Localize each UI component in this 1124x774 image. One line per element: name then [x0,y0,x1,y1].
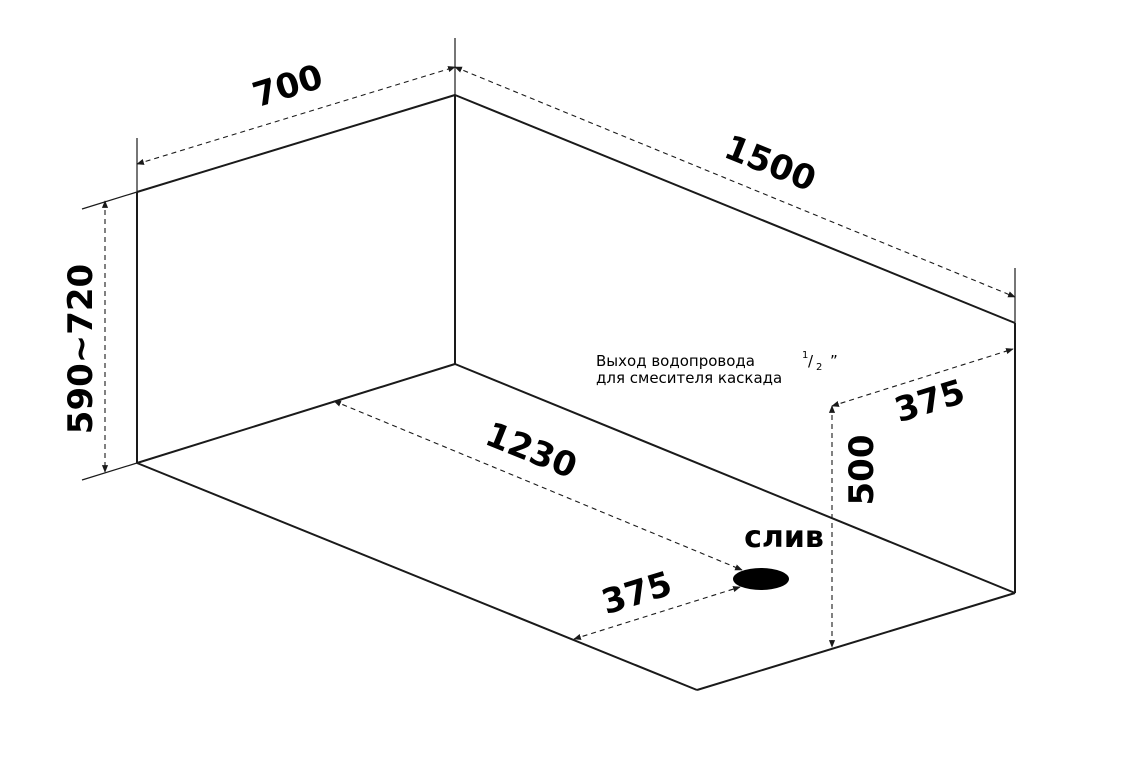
dim-label-700: 700 [248,57,328,116]
water-outlet-note: Выход водопровода 1 / 2 ” для смесителя … [596,350,838,387]
water-outlet-fraction-num: 1 [802,350,808,361]
bathtub-outline [136,94,1016,691]
water-outlet-fraction-sep: / [808,352,814,370]
edge-bottom-front-right [696,592,1016,691]
ext-height-bottom [81,462,138,481]
dim-label-500: 500 [842,435,882,506]
ext-height-top [81,191,138,210]
water-outlet-unit: ” [830,352,838,370]
dim-line-700 [136,66,456,165]
dim-line-375-drain [573,586,741,640]
extension-lines [81,38,1016,481]
edge-bottom-front-left [136,462,698,691]
dim-label-height: 590~720 [61,264,101,434]
water-outlet-fraction-den: 2 [816,362,822,373]
dim-line-375-inlet [831,348,1014,407]
edge-bottom-back-left [136,363,456,464]
dimension-lines [101,66,1016,648]
dim-label-1230: 1230 [480,415,583,488]
dim-label-375-drain: 375 [597,564,677,623]
drain-label: слив [744,520,824,555]
edge-top-left [136,94,456,193]
dim-line-1230 [333,400,743,571]
dim-line-1500 [454,66,1016,298]
water-outlet-line1: Выход водопровода [596,352,755,370]
drain-hole [733,568,789,590]
water-outlet-line2: для смесителя каскада [596,369,782,387]
dim-label-1500: 1500 [719,128,822,201]
dim-label-375-inlet: 375 [890,372,970,431]
